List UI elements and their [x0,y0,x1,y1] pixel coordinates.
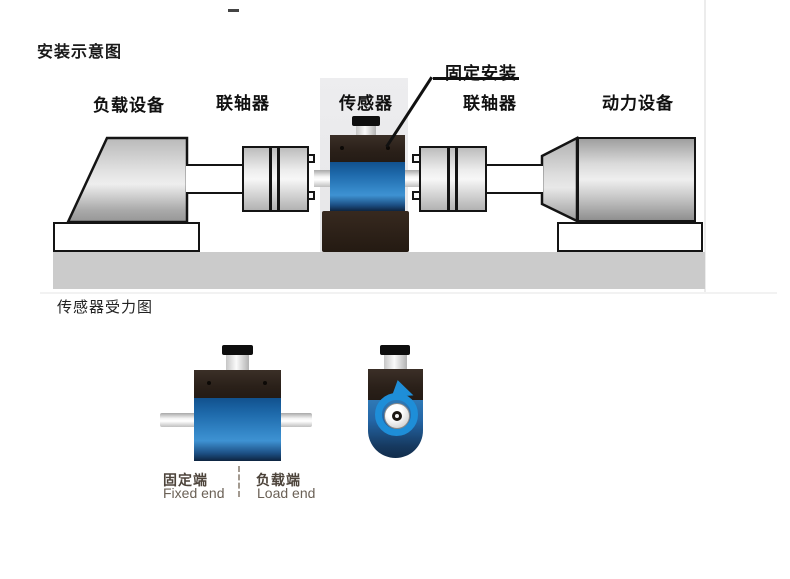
floor-shadow-line [40,292,777,294]
front-view-shaft-fixed [160,413,194,427]
label-coupling-left: 联轴器 [216,94,270,113]
end-divider-line [238,466,240,497]
coupling-right [419,146,487,212]
sensor-screw-left [340,146,344,150]
motor-cone [540,135,579,223]
motor-body [577,137,696,222]
end-view-connector-cap [380,345,410,355]
front-view-blue-body [194,398,281,461]
rotation-arrow-icon [375,393,418,436]
fixed-end-label-cn: 固定端 [163,472,208,488]
end-view-connector-stem [384,353,407,370]
load-device-body [66,136,189,224]
sensor-mount-block [322,211,409,252]
fixed-mount-underline [433,77,519,80]
front-view-connector-stem [226,353,249,371]
label-coupling-right: 联轴器 [463,94,517,113]
load-end-label-cn: 负载端 [256,472,301,488]
label-power-device: 动力设备 [602,94,674,113]
label-load-device: 负载设备 [93,96,165,115]
sensor-blue-body [330,162,405,211]
front-view-connector-cap [222,345,253,355]
shaft-left [186,164,244,194]
sensor-connector-stem [356,123,376,137]
front-view-screw-right [263,381,267,385]
right-divider-line [704,0,706,294]
load-end-label-en: Load end [257,485,316,501]
front-view-shaft-load [281,413,312,427]
coupling-left [242,146,309,212]
motor-base [557,222,703,252]
sensor-shaft-left [314,170,332,187]
sensor-shaft-right [403,170,421,187]
shaft-right [486,164,543,194]
force-diagram-title: 传感器受力图 [57,299,154,316]
front-view-screw-left [207,381,211,385]
sensor-connector-cap [352,116,380,126]
fixed-end-label-en: Fixed end [163,485,225,501]
installation-title: 安装示意图 [37,44,123,61]
dash-mark [228,9,239,12]
label-sensor: 传感器 [339,94,393,113]
load-device-base [53,222,200,252]
floor [53,252,705,289]
shaft-center-dot [392,411,402,421]
sensor-screw-right [386,146,390,150]
